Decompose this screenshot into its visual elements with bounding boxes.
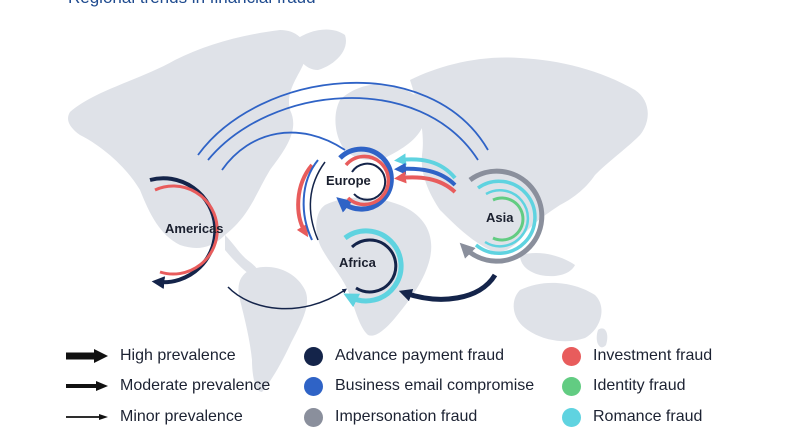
legend-minor-prevalence: Minor prevalence — [66, 406, 243, 428]
land-new-zealand — [596, 328, 608, 348]
arc-europe-africa-red — [296, 163, 314, 238]
legend-label: Investment fraud — [593, 347, 713, 364]
legend-identity: Identity fraud — [562, 375, 686, 397]
moderate-arrow-icon — [66, 381, 108, 391]
land-north-america — [68, 30, 307, 248]
legend-high-prevalence: High prevalence — [66, 345, 236, 367]
arc-asia-americas-outer — [197, 81, 489, 156]
ring-africa — [343, 228, 404, 308]
ring-europe — [336, 146, 394, 213]
land-masses — [68, 29, 648, 392]
legend-business-email: Business email compromise — [304, 375, 534, 397]
land-australia — [513, 282, 602, 342]
arc-europe-africa-navy — [309, 161, 326, 241]
legend-impersonation: Impersonation fraud — [304, 406, 477, 428]
legend-romance: Romance fraud — [562, 406, 702, 428]
label-asia: Asia — [486, 210, 514, 225]
arc-europe-americas — [221, 131, 346, 171]
advance-payment-swatch — [304, 346, 323, 366]
identity-swatch — [562, 376, 581, 396]
land-central-america — [225, 235, 259, 278]
arc-asia-europe-blue — [394, 162, 457, 187]
legend-label: Advance payment fraud — [335, 347, 504, 364]
ring-asia — [459, 168, 545, 264]
legend-advance-payment: Advance payment fraud — [304, 345, 504, 367]
legend-label: Romance fraud — [593, 408, 703, 425]
arc-asia-europe-cyan — [394, 153, 457, 180]
investment-swatch — [562, 346, 581, 366]
label-africa: Africa — [339, 255, 377, 270]
label-europe: Europe — [326, 173, 371, 188]
land-asia — [410, 57, 648, 252]
legend-label: Business email compromise — [335, 377, 535, 394]
arc-asia-europe-red — [394, 171, 457, 194]
legend-label: Minor prevalence — [120, 408, 243, 425]
land-southeast-asia — [520, 253, 575, 277]
legend-label: Identity fraud — [593, 377, 686, 394]
high-arrow-icon — [66, 349, 108, 363]
legend-moderate-prevalence: Moderate prevalence — [66, 375, 270, 397]
legend-investment: Investment fraud — [562, 345, 712, 367]
arc-americas-africa — [227, 286, 347, 310]
arc-asia-africa-navy — [398, 273, 498, 302]
legend-label: Moderate prevalence — [120, 377, 271, 394]
land-europe — [335, 84, 427, 160]
arc-europe-africa-blue — [302, 159, 319, 241]
legend-label: Impersonation fraud — [335, 408, 478, 425]
arc-asia-americas-inner — [207, 97, 479, 161]
business-email-swatch — [304, 376, 323, 396]
diagram-title: Regional trends in financial fraud — [68, 0, 316, 8]
romance-swatch — [562, 407, 581, 427]
label-americas: Americas — [165, 221, 224, 236]
land-greenland — [295, 29, 346, 70]
impersonation-swatch — [304, 407, 323, 427]
legend-label: High prevalence — [120, 347, 236, 364]
ring-americas — [149, 176, 219, 290]
minor-arrow-icon — [66, 414, 108, 420]
land-south-america — [238, 266, 308, 392]
